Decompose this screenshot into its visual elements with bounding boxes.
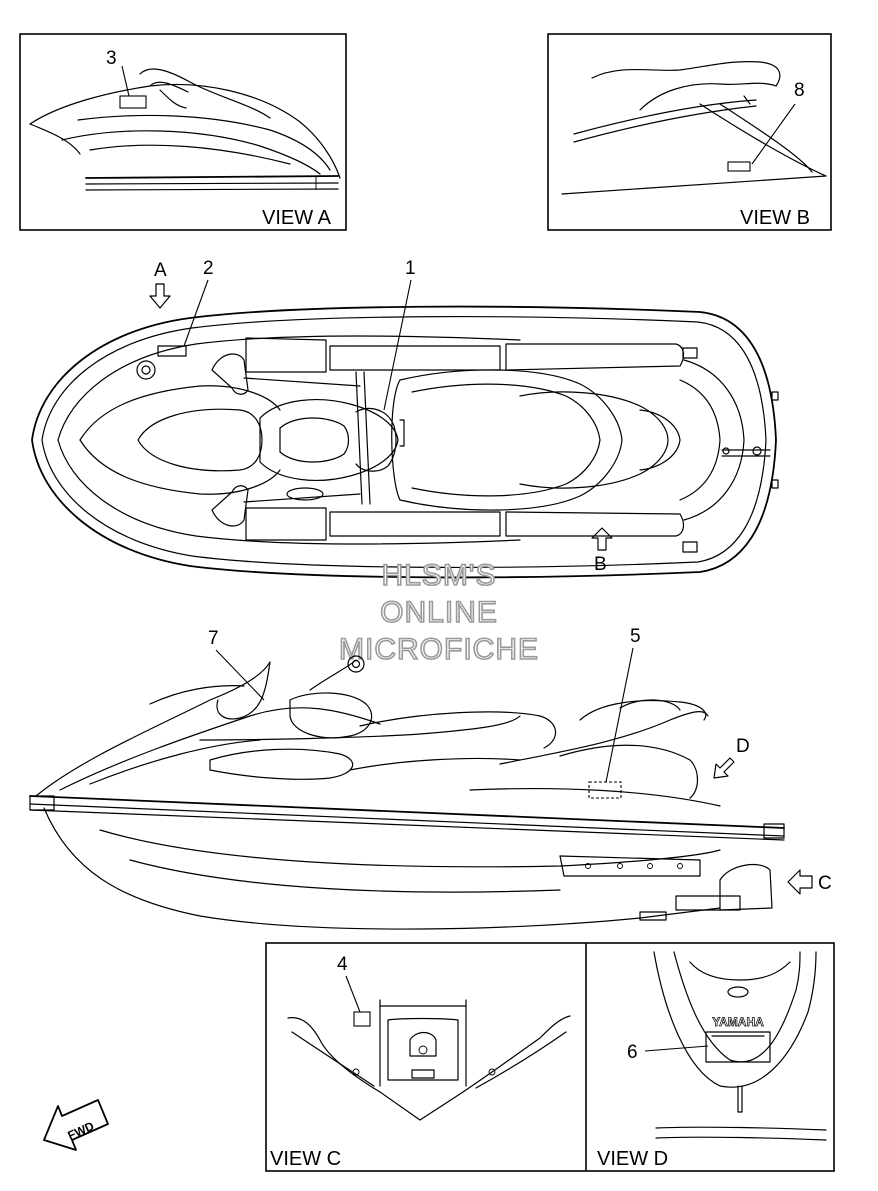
view-b-frame (547, 33, 832, 231)
view-a-arrow-icon (149, 283, 171, 309)
yamaha-brand-logo: YAMAHA (712, 1015, 764, 1029)
callout-5: 5 (630, 626, 641, 647)
view-c-label-plate (353, 1011, 371, 1027)
callout-2: 2 (203, 258, 214, 279)
leader-1 (383, 279, 412, 411)
leader-2 (183, 279, 209, 347)
callout-8: 8 (794, 80, 805, 101)
view-marker-b: B (594, 554, 607, 575)
leader-7 (215, 649, 265, 701)
view-marker-a: A (154, 260, 167, 281)
callout-7: 7 (208, 628, 219, 649)
watermark: HLSM'S ONLINE MICROFICHE (338, 558, 539, 667)
callout-1: 1 (405, 258, 416, 279)
watermark-line-1: HLSM'S (381, 559, 496, 592)
view-c-label: VIEW C (270, 1148, 341, 1170)
view-marker-d: D (736, 736, 750, 757)
view-c-arrow-icon (787, 869, 813, 895)
view-c-stern-drawing (287, 999, 571, 1121)
fwd-label: FWD (66, 1119, 97, 1143)
view-marker-c: C (818, 873, 832, 894)
view-d-label: VIEW D (597, 1148, 668, 1170)
leader-6 (644, 1045, 709, 1052)
leader-4 (345, 975, 361, 1013)
side-view-hull (29, 655, 785, 930)
fwd-arrow-icon (43, 1099, 109, 1151)
callout-4: 4 (337, 954, 348, 975)
view-b-arrow-icon (591, 527, 613, 551)
watermark-line-2: ONLINE (380, 596, 498, 629)
view-b-label: VIEW B (740, 207, 810, 229)
watermark-line-3: MICROFICHE (339, 633, 539, 666)
view-a-frame (19, 33, 347, 231)
view-cd-frame (265, 942, 835, 1172)
top-view-hull (31, 305, 779, 579)
view-b-label-plate (727, 161, 751, 172)
view-d-deck-drawing: YAMAHA (653, 951, 827, 1141)
callout-6: 6 (627, 1042, 638, 1063)
view-d-arrow-icon (713, 757, 735, 779)
view-a-label-plate (119, 95, 147, 109)
view-b-hull-drawing (561, 61, 827, 195)
leader-8 (751, 103, 796, 165)
callout-3: 3 (106, 48, 117, 69)
view-a-inset: 3 VIEW A (19, 33, 347, 231)
fwd-arrow: FWD (43, 1099, 109, 1151)
side-view: 7 5 D C (29, 626, 832, 930)
leader-3 (121, 65, 130, 97)
top-view: A 2 1 (31, 258, 779, 579)
view-b-inset: 8 VIEW B (547, 33, 832, 231)
view-cd-inset: 4 VIEW C YAMAHA 6 VIEW D (265, 942, 835, 1172)
view-a-hull-drawing (29, 68, 341, 191)
view-a-label: VIEW A (262, 207, 332, 229)
leader-5 (605, 647, 634, 783)
